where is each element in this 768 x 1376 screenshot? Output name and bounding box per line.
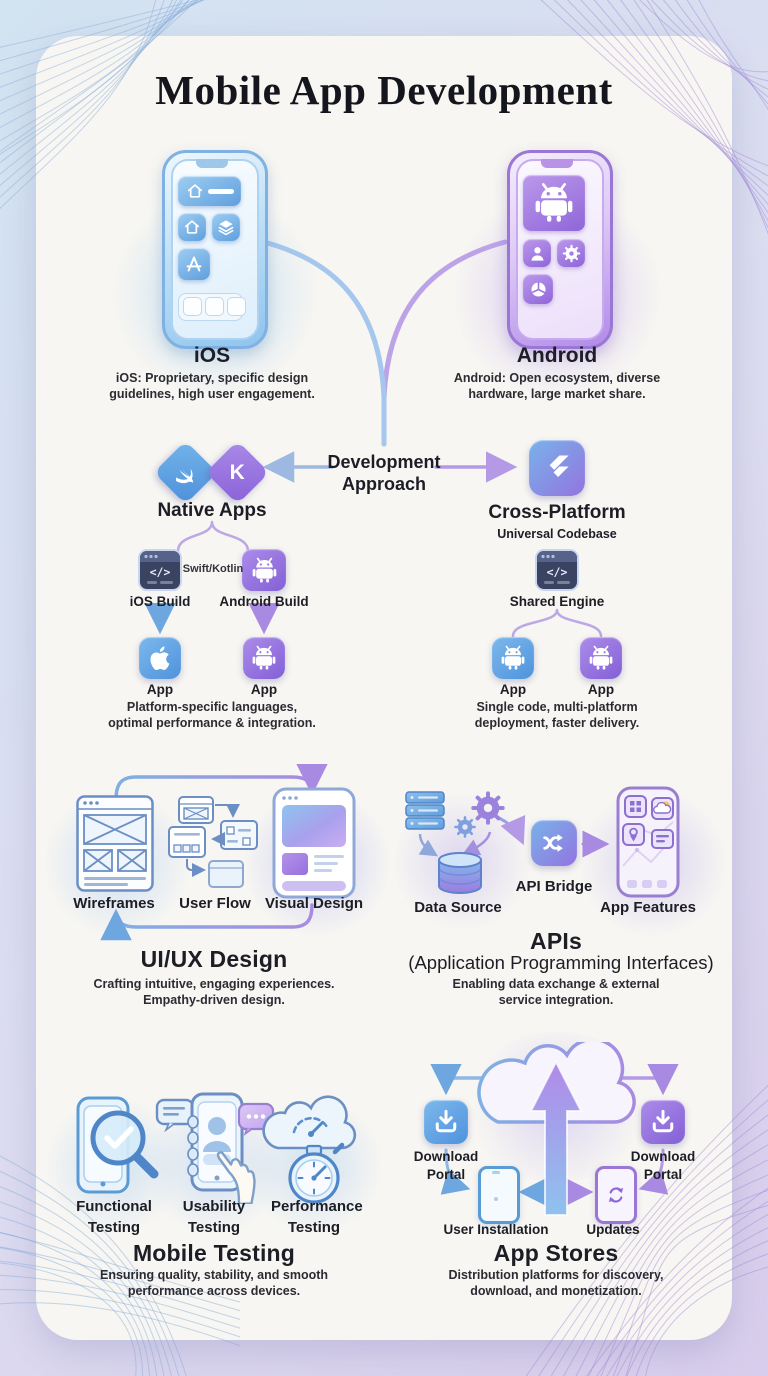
house-icon: [182, 217, 202, 237]
apis-title: APIs: [530, 928, 582, 954]
swift-icon: [173, 460, 199, 486]
cross-app-icon-2: [580, 637, 622, 679]
android-robot-icon: [533, 182, 575, 224]
database-icon: [438, 852, 482, 894]
upload-arrow-icon: [529, 1059, 583, 1216]
shuffle-icon: [543, 834, 563, 852]
uiux-title: UI/UX Design: [140, 946, 288, 972]
location-tile-icon: [622, 823, 645, 846]
ios-notch: [196, 159, 228, 168]
android-app-icon: [243, 637, 285, 679]
android-phone-icon: [507, 150, 613, 349]
layers-icon: [218, 220, 234, 236]
user-flow-icon: [168, 796, 258, 888]
apple-icon: [139, 637, 181, 679]
swift-kotlin-caption: Swift/Kotlin: [182, 563, 244, 575]
user-flow-label: User Flow: [179, 895, 251, 912]
magnifier-check-icon: [76, 1096, 159, 1194]
gear-icon: [471, 791, 504, 824]
house-icon: [185, 181, 205, 201]
grid-tile-icon: [624, 795, 647, 818]
code-editor-icon: [138, 549, 182, 591]
native-apps-label: Native Apps: [157, 500, 267, 521]
card-tile-icon: [651, 829, 674, 849]
pie-chart-icon: [531, 281, 546, 296]
android-robot-icon: [500, 645, 526, 671]
gear-icon: [454, 816, 476, 838]
android-notch: [541, 159, 573, 168]
cross-app-label-1: App: [499, 682, 527, 697]
code-editor-icon: [535, 549, 579, 591]
data-source-label: Data Source: [414, 899, 502, 916]
api-bridge-label: API Bridge: [515, 878, 593, 895]
download-portal-right-label: Download Portal: [630, 1149, 696, 1182]
person-icon: [531, 246, 543, 261]
swift-kotlin-icon: K: [153, 440, 270, 508]
download-portal-left-label: Download Portal: [413, 1149, 479, 1182]
download-icon: [641, 1100, 685, 1144]
updates-phone-icon: [595, 1166, 637, 1224]
hand-icon: [216, 1151, 256, 1204]
usability-hand-icon: [155, 1092, 275, 1204]
stores-desc: Distribution platforms for discovery,dow…: [448, 1268, 664, 1298]
android-build-icon: [242, 549, 286, 591]
ios-phone-icon: [162, 150, 268, 349]
testing-title: Mobile Testing: [132, 1240, 296, 1266]
performance-testing-label: Performance Testing: [271, 1198, 363, 1236]
usability-testing-label: Usability Testing: [182, 1198, 246, 1236]
visual-design-label: Visual Design: [264, 895, 364, 912]
user-installation-label: User Installation: [443, 1222, 549, 1237]
flutter-icon: [529, 440, 585, 496]
apis-subtitle: (Application Programming Interfaces): [408, 952, 714, 973]
android-robot-icon: [251, 557, 278, 584]
chat-bubble-left-icon: [155, 1098, 195, 1133]
download-icon: [424, 1100, 468, 1144]
android-build-label: Android Build: [219, 594, 309, 609]
wireframes-icon: [76, 795, 154, 892]
android-robot-icon: [588, 645, 614, 671]
wireframes-label: Wireframes: [73, 895, 155, 912]
cross-app-icon-1: [492, 637, 534, 679]
updates-label: Updates: [586, 1222, 640, 1237]
native-app-label-1: App: [146, 682, 174, 697]
kotlin-icon: K: [229, 460, 246, 484]
ios-label: iOS: [193, 344, 231, 367]
app-features-phone-icon: [616, 786, 680, 898]
ios-build-label: iOS Build: [129, 594, 191, 609]
functional-testing-label: Functional Testing: [76, 1198, 152, 1236]
speedometer-cloud-icon: [262, 1095, 357, 1204]
sync-icon: [608, 1187, 624, 1203]
cloud-icon: [262, 1095, 357, 1150]
visual-design-icon: [272, 787, 356, 899]
native-app-label-2: App: [250, 682, 278, 697]
cross-platform-label: Cross-Platform: [488, 502, 626, 523]
stopwatch-icon: [288, 1142, 345, 1204]
shared-engine-label: Shared Engine: [509, 594, 605, 609]
app-store-icon: [186, 256, 202, 272]
android-label: Android: [516, 344, 598, 367]
uiux-desc: Crafting intuitive, engaging experiences…: [93, 977, 335, 1007]
universal-codebase-label: Universal Codebase: [497, 527, 617, 541]
page-title: Mobile App Development: [155, 67, 613, 113]
stores-title: App Stores: [493, 1240, 619, 1266]
gear-icon: [561, 243, 582, 264]
data-source-icon: [405, 791, 522, 894]
cross-app-label-2: App: [587, 682, 615, 697]
weather-tile-icon: [651, 797, 674, 820]
native-desc: Platform-specific languages,optimal perf…: [108, 700, 316, 730]
server-icon: [405, 791, 445, 830]
api-bridge-icon: [531, 820, 577, 866]
android-robot-icon: [251, 645, 277, 671]
development-approach-label: Development Approach: [327, 452, 441, 494]
app-features-label: App Features: [600, 899, 696, 916]
